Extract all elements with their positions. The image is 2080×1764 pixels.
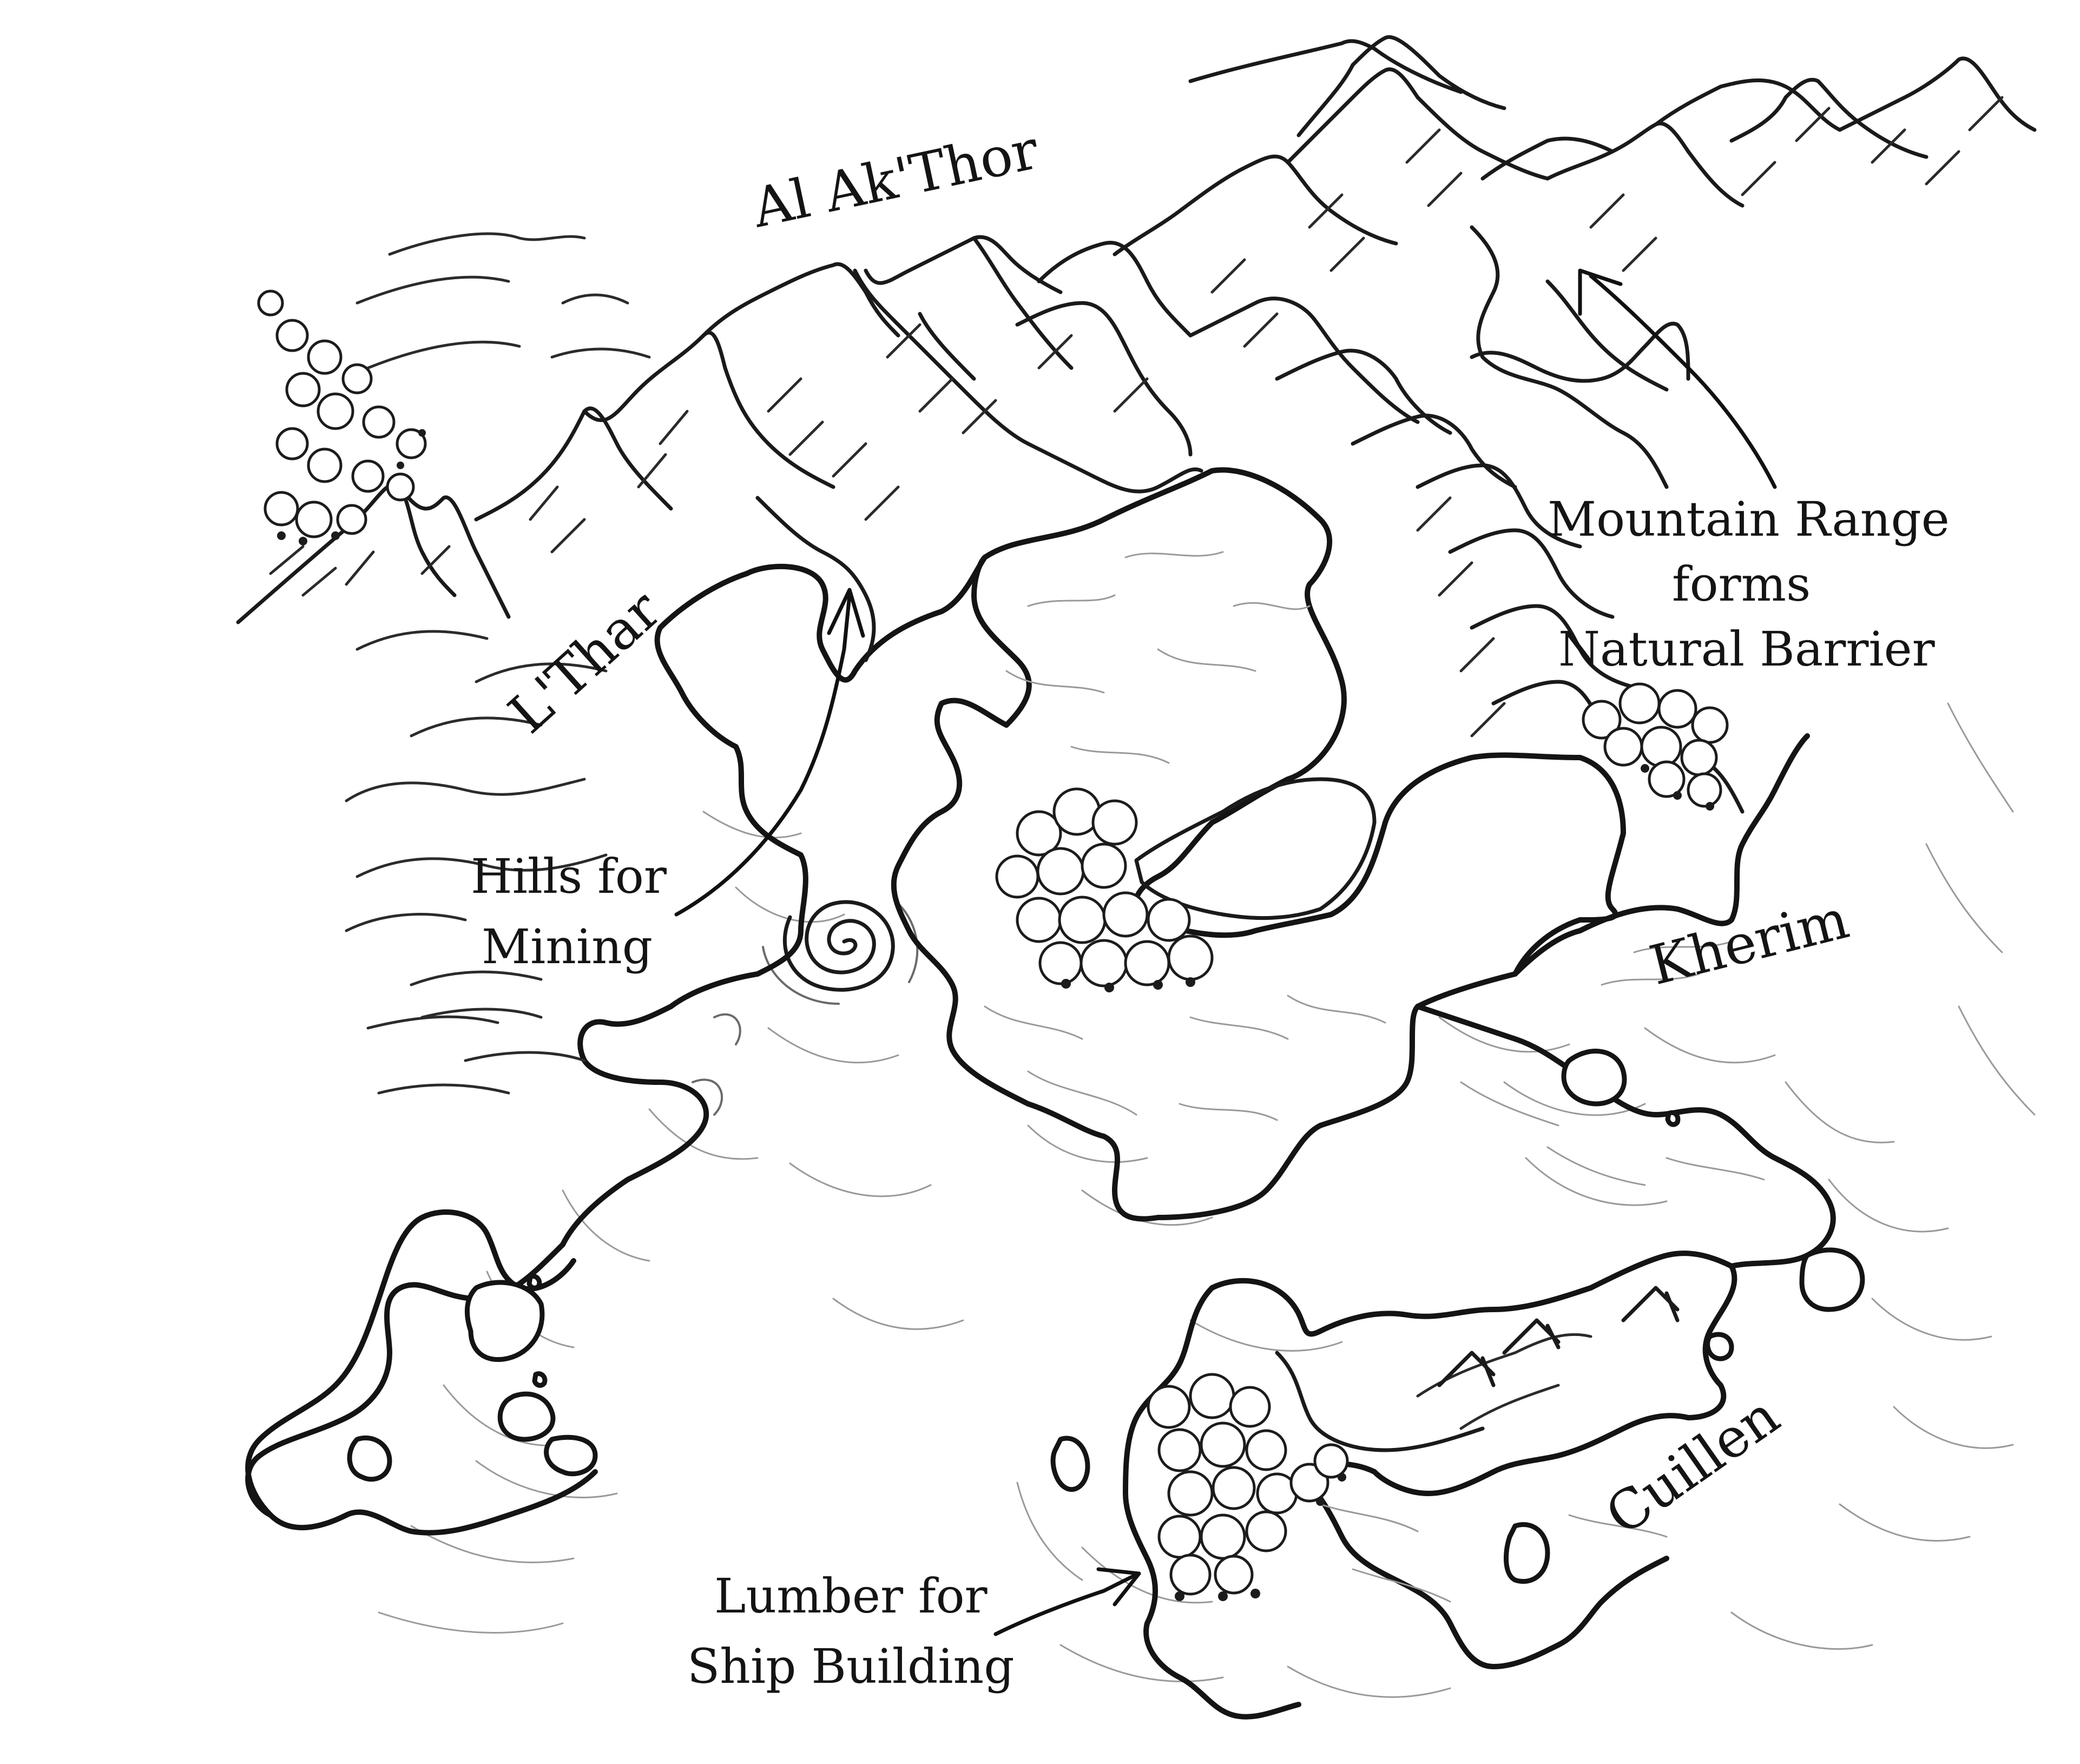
annotation-arrows	[674, 268, 1777, 1636]
mountains-arrowhead	[1578, 268, 1623, 316]
note-lumber-line-2: Ship Building	[687, 1638, 1015, 1694]
region-label-l-thar: L'Thar	[497, 578, 673, 746]
mountains-arrow	[1589, 274, 1777, 489]
hills-arrowhead	[827, 588, 865, 638]
lumber-arrow	[993, 1572, 1138, 1636]
forest-central	[995, 787, 1214, 992]
sea-ripples	[378, 702, 2036, 1698]
forest-northwest	[257, 289, 427, 545]
region-label-cuillen: Cuillen	[1595, 1384, 1791, 1548]
lumber-arrowhead	[1096, 1567, 1141, 1607]
mountain-range	[236, 35, 2037, 738]
note-mountains-line-2: forms	[1672, 556, 1811, 612]
central-continent	[891, 467, 1626, 1222]
southeast-landmass	[1050, 1247, 1865, 1720]
forest-southeast	[1147, 1373, 1349, 1601]
southwest-islands	[245, 1209, 598, 1536]
note-lumber-line-1: Lumber for	[714, 1568, 988, 1624]
region-label-al-ak-thor: Al Ak'Thor	[747, 118, 1044, 240]
note-hills-line-1: Hills for	[471, 848, 667, 904]
note-hills-line-2: Mining	[482, 919, 653, 975]
region-label-kherim: Kherim	[1644, 887, 1855, 998]
eastern-landmass	[1415, 733, 1836, 1269]
note-mountains-line-3: Natural Barrier	[1558, 621, 1936, 677]
forest-east	[1582, 682, 1729, 811]
hills-arrow	[674, 593, 852, 917]
note-mountains-line-1: Mountain Range	[1548, 491, 1950, 547]
